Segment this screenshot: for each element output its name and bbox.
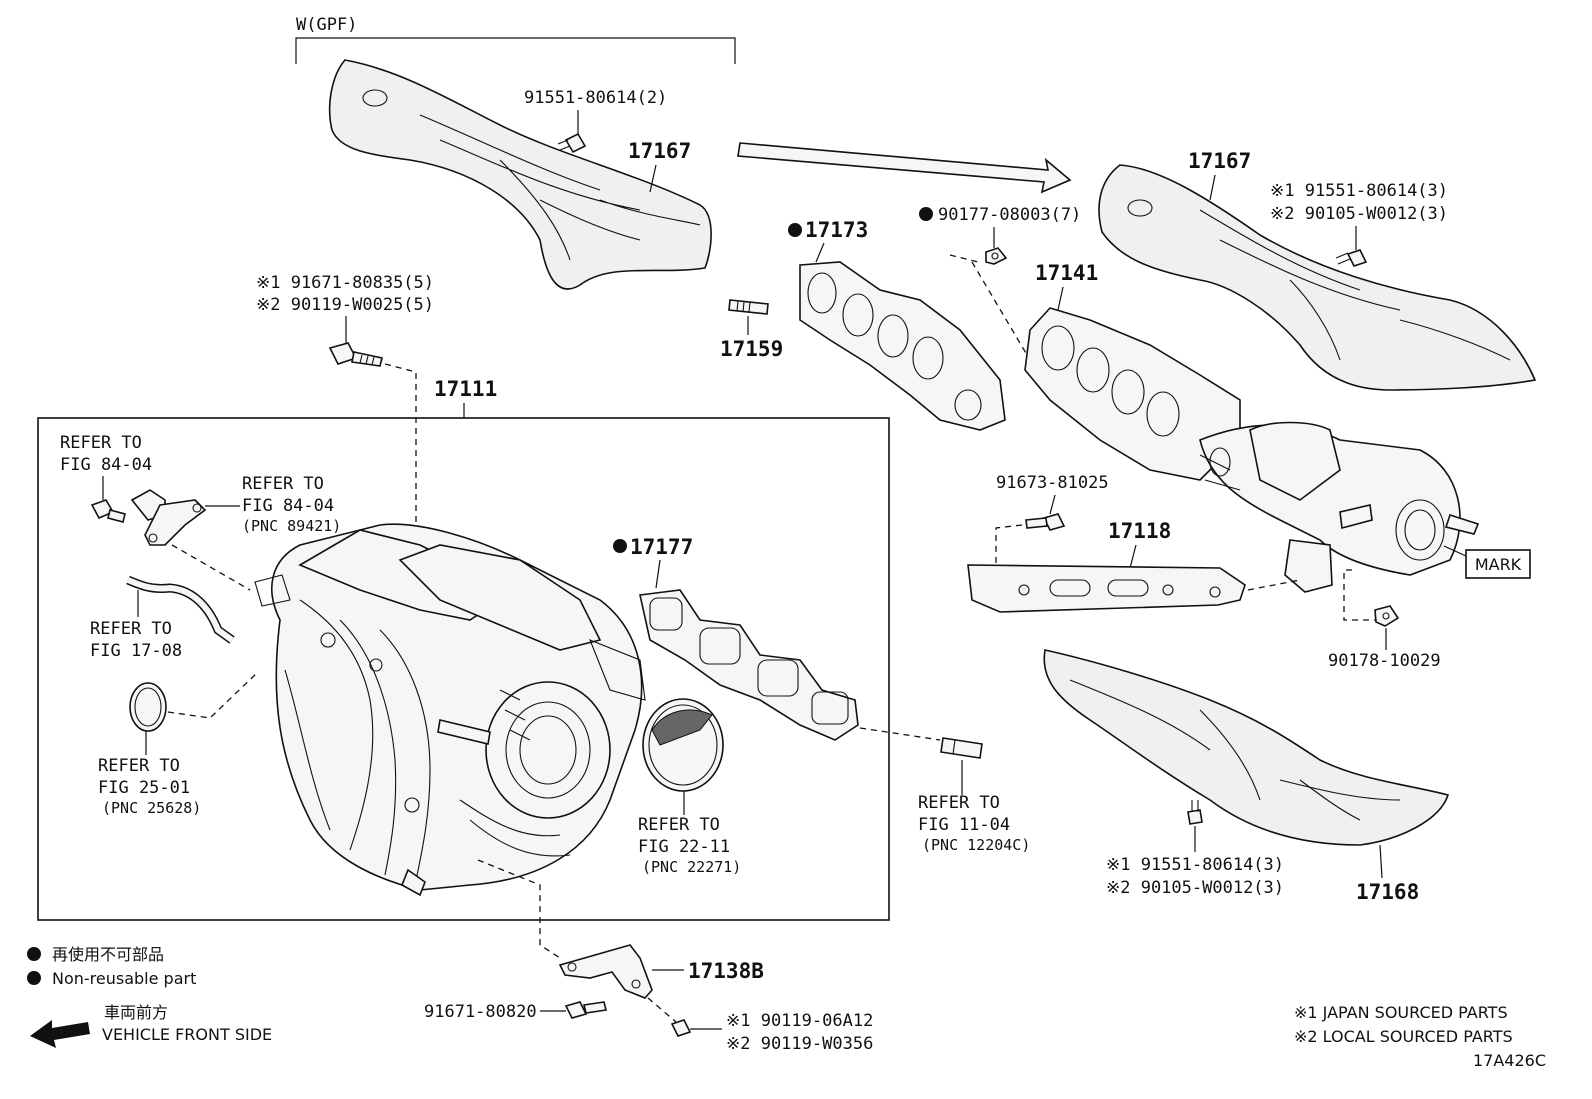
bolt-91551-lower[interactable]: [1187, 800, 1203, 825]
mark-label: MARK: [1475, 555, 1522, 574]
bolt-91673-81025[interactable]: [1025, 513, 1066, 531]
gasket-17177[interactable]: [639, 589, 859, 741]
label-17167-r-japan: ※1 91551-80614(3): [1270, 181, 1448, 201]
part-number-17167-top: 17167: [628, 139, 691, 163]
nut-90177[interactable]: [985, 247, 1008, 265]
part-number-17159: 17159: [720, 337, 783, 361]
ref-25-01-line3: (PNC 25628): [102, 799, 201, 817]
bracket-17138B[interactable]: [558, 944, 653, 999]
front-arrow-icon: [30, 1020, 90, 1048]
nonreusable-dot-17173: [788, 223, 802, 237]
label-90119-06A12: ※1 90119-06A12: [726, 1011, 873, 1031]
stay-17118[interactable]: [967, 564, 1246, 613]
ref-84-04-b-line2: FIG 84-04: [242, 496, 334, 516]
legend-front-en: VEHICLE FRONT SIDE: [102, 1025, 272, 1044]
ref-84-04-a-line2: FIG 84-04: [60, 455, 152, 475]
ref-11-04-line3: (PNC 12204C): [922, 836, 1030, 854]
legend-front-jp: 車両前方: [104, 1003, 168, 1022]
label-90119-W0356: ※2 90119-W0356: [726, 1034, 873, 1054]
part-number-17168: 17168: [1356, 880, 1419, 904]
label-91673-81025: 91673-81025: [996, 473, 1109, 493]
bolt-90119[interactable]: [670, 1019, 692, 1037]
legend-dot-en: [27, 971, 41, 985]
ref-84-04-a-line1: REFER TO: [60, 433, 142, 453]
note-local-sourced: ※2 LOCAL SOURCED PARTS: [1294, 1027, 1513, 1046]
label-90119-W0025: ※2 90119-W0025(5): [256, 295, 434, 315]
gpf-group: W(GPF): [295, 15, 736, 64]
legend-nonreusable-jp: 再使用不可部品: [52, 945, 164, 964]
label-91671-80835: ※1 91671-80835(5): [256, 273, 434, 293]
ref-11-04-line1: REFER TO: [918, 793, 1000, 813]
ref-17-08-line1: REFER TO: [90, 619, 172, 639]
label-90177-08003: 90177-08003(7): [938, 205, 1081, 225]
heat-insulator-17167-right[interactable]: [1098, 164, 1537, 391]
label-90178-10029: 90178-10029: [1328, 651, 1441, 671]
intake-manifold-17111[interactable]: [254, 523, 646, 897]
ref-22-11-line3: (PNC 22271): [642, 858, 741, 876]
part-number-17177: 17177: [630, 535, 693, 559]
note-japan-sourced: ※1 JAPAN SOURCED PARTS: [1294, 1003, 1508, 1022]
nut-90178-10029[interactable]: [1374, 605, 1400, 627]
legend-nonreusable-en: Non-reusable part: [52, 969, 196, 988]
ref-25-01-line1: REFER TO: [98, 756, 180, 776]
label-17168-local: ※2 90105-W0012(3): [1106, 878, 1284, 898]
diagram-code: 17A426C: [1473, 1051, 1546, 1070]
ref-84-04-b-line1: REFER TO: [242, 474, 324, 494]
exhaust-manifold-17141[interactable]: [1024, 307, 1480, 593]
bolt-91551-top[interactable]: [557, 132, 587, 154]
part-number-17141: 17141: [1035, 261, 1098, 285]
ref-25-01-line2: FIG 25-01: [98, 778, 190, 798]
part-number-17118: 17118: [1108, 519, 1171, 543]
legend-dot-jp: [27, 947, 41, 961]
intake-manifold-frame: [37, 417, 890, 921]
label-17168-japan: ※1 91551-80614(3): [1106, 855, 1284, 875]
ref-84-04-b-line3: (PNC 89421): [242, 517, 341, 535]
ref-22-11-line2: FIG 22-11: [638, 837, 730, 857]
part-number-17173: 17173: [805, 218, 868, 242]
gpf-group-label: W(GPF): [296, 15, 357, 35]
ref-22-11-line1: REFER TO: [638, 815, 720, 835]
transfer-arrow: [737, 142, 1072, 194]
gasket-ref-22271[interactable]: [642, 698, 724, 792]
heat-insulator-17168[interactable]: [1043, 649, 1450, 846]
bolt-91671-80820[interactable]: [564, 1001, 607, 1019]
bolt-ref-84-04[interactable]: [90, 499, 126, 523]
part-number-17167-right: 17167: [1188, 149, 1251, 173]
stud-ref-12204c[interactable]: [940, 737, 983, 759]
ref-17-08-line2: FIG 17-08: [90, 641, 182, 661]
bolt-91551-right[interactable]: [1335, 249, 1368, 267]
nonreusable-dot-17177: [613, 539, 627, 553]
heat-insulator-17167-top[interactable]: [328, 59, 712, 290]
hose-ref-17-08[interactable]: [126, 575, 235, 644]
mark-label-box: [1465, 549, 1531, 579]
ref-11-04-line2: FIG 11-04: [918, 815, 1010, 835]
bolt-91671-80835[interactable]: [328, 342, 383, 367]
sensor-ref-89421[interactable]: [130, 489, 207, 546]
gasket-17173[interactable]: [799, 261, 1006, 431]
part-number-17138B: 17138B: [688, 959, 764, 983]
nonreusable-dot-90177: [919, 207, 933, 221]
stud-17159[interactable]: [728, 299, 769, 315]
label-91551-80614-2: 91551-80614(2): [524, 88, 667, 108]
part-number-17111: 17111: [434, 377, 497, 401]
label-91671-80820: 91671-80820: [424, 1002, 537, 1022]
label-17167-r-local: ※2 90105-W0012(3): [1270, 204, 1448, 224]
gasket-ref-25628[interactable]: [129, 682, 167, 732]
